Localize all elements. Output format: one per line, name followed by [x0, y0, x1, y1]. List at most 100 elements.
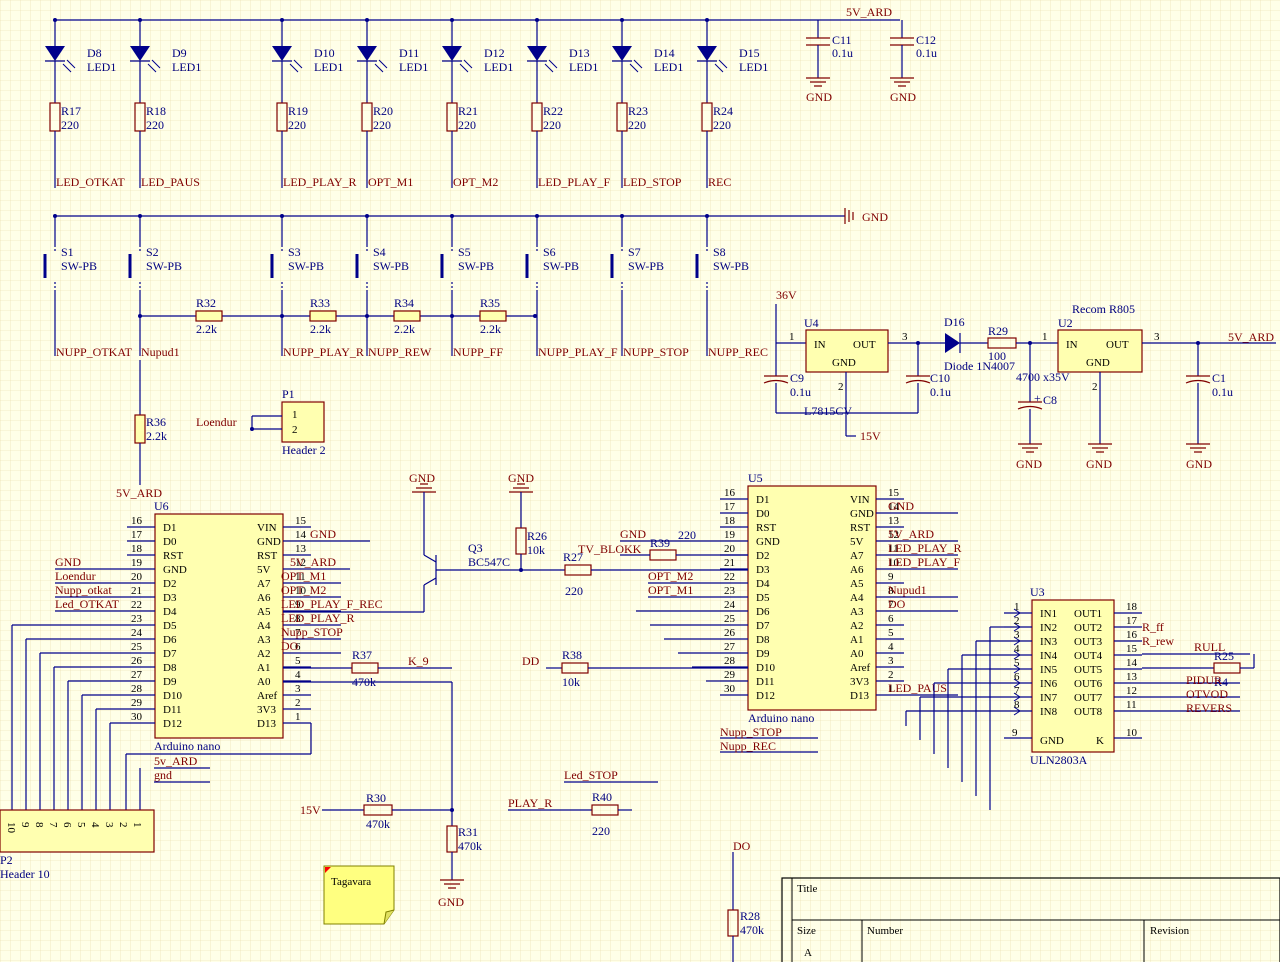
u6-left-net: Led_OTKAT: [55, 597, 120, 611]
pin-name: D12: [163, 718, 182, 730]
ladder-ref: R32: [196, 296, 216, 310]
ladder-ref: R33: [310, 296, 330, 310]
title-block: Title Size Number Revision A: [781, 877, 1280, 962]
led-ref: D12: [484, 46, 505, 60]
r38-net: DD: [522, 654, 540, 668]
u5-right-net: LED_PAUS: [888, 681, 947, 695]
u3-pin-num: 1: [1014, 601, 1020, 613]
u3-pin-name: OUT2: [1074, 622, 1102, 634]
switch-val: SW-PB: [146, 259, 182, 273]
pin-num: 16: [724, 487, 736, 499]
led-resistor-val: 220: [543, 118, 561, 132]
switch-val: SW-PB: [288, 259, 324, 273]
pin-name: RST: [850, 522, 870, 534]
led-val: LED1: [172, 60, 201, 74]
pin-name: D6: [756, 606, 770, 618]
switch-val: SW-PB: [458, 259, 494, 273]
pin-num: 2: [888, 669, 894, 681]
u6-right-net: LED_PLAY_F_REC: [281, 597, 383, 611]
pin-name: A0: [257, 676, 271, 688]
c9-val: 0.1u: [790, 385, 811, 399]
u6-right-net: 5V_ARD: [290, 555, 336, 569]
pin-name: D4: [756, 578, 770, 590]
pin-num: 4: [295, 669, 301, 681]
r39-ref: R39: [650, 536, 670, 550]
d16-val: Diode 1N4007: [944, 359, 1015, 373]
u3-pin-name: OUT4: [1074, 650, 1103, 662]
pin-num: 13: [888, 515, 900, 527]
pin-name: D11: [163, 704, 182, 716]
cap-c12: C12 0.1u GND: [890, 20, 937, 104]
u4-val: L7815CV: [804, 404, 852, 418]
r38-val: 10k: [562, 675, 580, 689]
pin-num: 11: [888, 543, 899, 555]
pin-num: 5: [888, 627, 894, 639]
pin-name: GND: [850, 508, 874, 520]
r28-val: 470k: [740, 923, 764, 937]
size-label: Size: [797, 925, 816, 937]
pin-name: D3: [756, 564, 770, 576]
pin-name: 5V: [257, 564, 271, 576]
led-val: LED1: [399, 60, 428, 74]
u3-pin-name: IN6: [1040, 678, 1058, 690]
c12-val: 0.1u: [916, 46, 937, 60]
pin-num: 6: [888, 613, 894, 625]
u3-pin-num: 16: [1126, 629, 1138, 641]
net-36v: 36V: [776, 288, 797, 302]
pin-name: D11: [756, 676, 775, 688]
u5-left-net: OPT_M2: [648, 569, 693, 583]
pin-num: 2: [295, 697, 301, 709]
switch-net: NUPP_STOP: [623, 345, 689, 359]
switch-net: NUPP_PLAY_F: [538, 345, 618, 359]
pin-name: A5: [257, 606, 271, 618]
pin-name: RST: [756, 522, 776, 534]
led-ref: D10: [314, 46, 335, 60]
c8-ref: C8: [1043, 393, 1057, 407]
pin-num: 25: [131, 641, 143, 653]
q3-gnd-label: GND: [409, 471, 435, 485]
led-ref: D8: [87, 46, 102, 60]
pin-num: 3: [888, 655, 894, 667]
r30-ref: R30: [366, 791, 386, 805]
r31-gnd: GND: [438, 895, 464, 909]
u3-pin-name: IN5: [1040, 664, 1058, 676]
switch-val: SW-PB: [713, 259, 749, 273]
pin-num: 28: [131, 683, 143, 695]
ladder-val: 2.2k: [394, 322, 415, 336]
pin-num: 22: [724, 571, 735, 583]
ladder-val: 2.2k: [480, 322, 501, 336]
led-resistor-ref: R19: [288, 104, 308, 118]
led-resistor-val: 220: [373, 118, 391, 132]
u4-ref: U4: [804, 316, 819, 330]
pin-name: D13: [257, 718, 276, 730]
u3-out-net: R_ff: [1142, 620, 1164, 634]
u3-pin-num: 12: [1126, 685, 1137, 697]
r40-ref: R40: [592, 790, 612, 804]
resistor-r36: R36 2.2k: [134, 360, 167, 485]
p2-pin: 2: [117, 822, 129, 828]
switch-ref: S3: [288, 245, 301, 259]
revision-label: Revision: [1150, 925, 1190, 937]
c11-ref: C11: [832, 33, 852, 47]
pin-name: GND: [257, 536, 281, 548]
led-net: LED_PLAY_F: [538, 175, 611, 189]
pin-num: 7: [888, 599, 894, 611]
pin-num: 8: [888, 585, 894, 597]
pin-num: 10: [295, 585, 307, 597]
pin-name: A2: [257, 648, 270, 660]
u5-bottom-net: Nupp_STOP: [720, 725, 782, 739]
led-val: LED1: [654, 60, 683, 74]
c9-ref: C9: [790, 371, 804, 385]
led-resistor-ref: R18: [146, 104, 166, 118]
p1-pin1: 1: [292, 409, 298, 421]
c1-val: 0.1u: [1212, 385, 1233, 399]
u2-gnd-net: GND: [1086, 457, 1112, 471]
pin-num: 29: [724, 669, 736, 681]
r28-net: DO: [733, 839, 751, 853]
pin-num: 1: [295, 711, 301, 723]
led-net: OPT_M1: [368, 175, 413, 189]
pin-num: 21: [724, 557, 735, 569]
regulator-u4: [805, 329, 889, 373]
